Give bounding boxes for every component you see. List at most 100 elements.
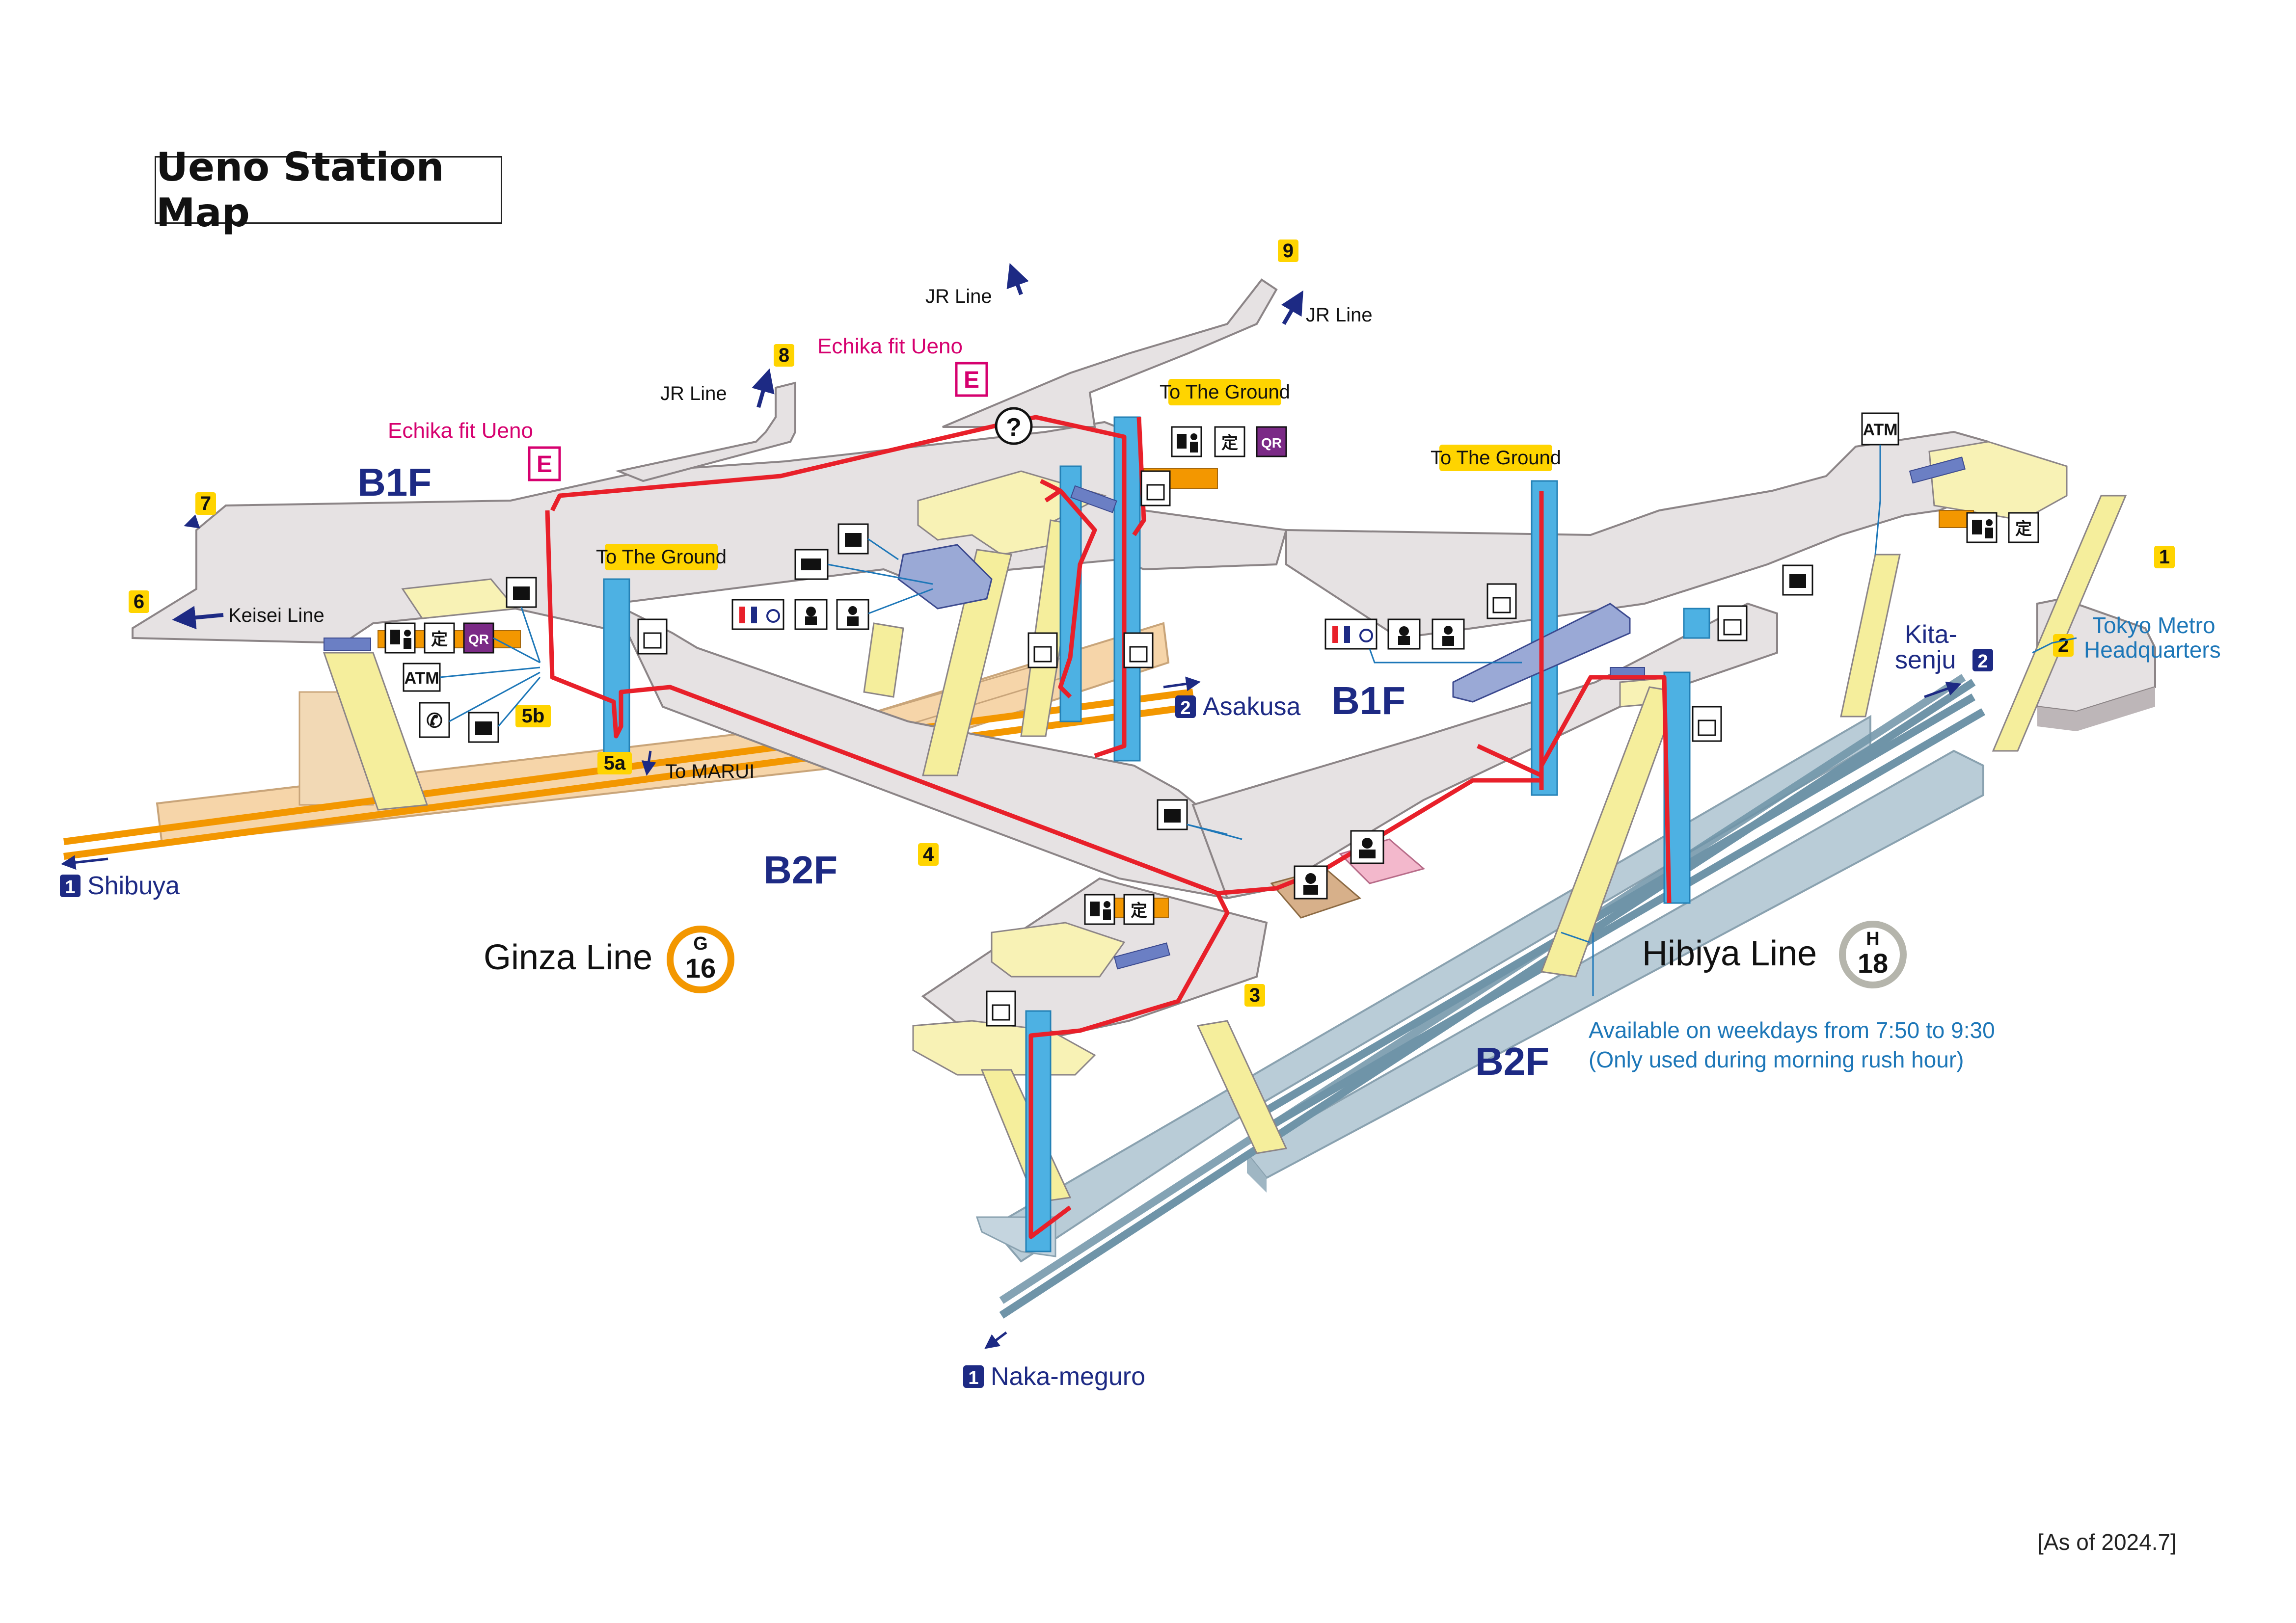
svg-text:ATM: ATM	[1863, 421, 1897, 439]
svg-text:?: ?	[1006, 413, 1022, 442]
svg-text:定: 定	[1221, 434, 1238, 452]
ginza-line-name: Ginza Line	[484, 938, 652, 977]
fare-adjustment-icon-right	[1966, 512, 1998, 543]
floor-labels: B1F B1F B2F B2F	[357, 460, 1549, 1083]
locker-icon-lower	[1157, 799, 1188, 830]
hibiya-line-number: 18	[1858, 948, 1888, 979]
ticket-icon-center	[794, 549, 829, 580]
svg-text:To The Ground: To The Ground	[1160, 381, 1290, 403]
fare-adjustment-icon-center	[1171, 426, 1202, 457]
direction-shibuya-badge	[60, 875, 81, 897]
echika-center-badge: E	[964, 367, 979, 393]
direction-asakusa-num: 2	[1180, 698, 1190, 718]
svg-text:3: 3	[1249, 984, 1260, 1006]
station-office-icon	[1294, 865, 1328, 900]
ginza-line-icon	[667, 926, 734, 993]
floor-label-b1f-left: B1F	[357, 460, 432, 504]
floor-label-b1f-right: B1F	[1331, 679, 1405, 722]
ticket-gates	[324, 456, 1966, 970]
fare-adjustment-icon-lower	[1084, 894, 1115, 925]
restroom-icon-right	[1324, 618, 1378, 650]
direction-asakusa-name: Asakusa	[1203, 692, 1301, 721]
exit-6[interactable]: 6	[129, 590, 149, 613]
svg-text:To The Ground: To The Ground	[1431, 447, 1561, 469]
svg-text:6: 6	[134, 591, 144, 612]
hibiya-line-letter: H	[1866, 929, 1879, 949]
svg-text:QR: QR	[468, 632, 489, 647]
svg-text:9: 9	[1283, 240, 1294, 262]
svg-text:5b: 5b	[522, 705, 545, 727]
svg-text:1: 1	[2159, 546, 2170, 568]
headquarters-line2: Headquarters	[2084, 637, 2221, 663]
baby-care-icon-right	[1387, 618, 1421, 650]
leader-lines	[439, 445, 2077, 996]
exit-3[interactable]: 3	[1244, 984, 1265, 1007]
elevator-icon-right-1	[1486, 583, 1517, 619]
svg-text:To The Ground: To The Ground	[596, 546, 727, 568]
rush-hour-note: Available on weekdays from 7:50 to 9:30 …	[1589, 1017, 1995, 1072]
exit-1[interactable]: 1	[2154, 546, 2175, 568]
svg-text:定: 定	[2015, 520, 2032, 538]
multipurpose-room-icon	[836, 599, 869, 630]
direction-kitasenju-top: Kita-	[1905, 620, 1957, 649]
info-icon: ?	[995, 407, 1033, 445]
elevator-icon-center-2	[1123, 632, 1154, 668]
jr-line-label-9: JR Line	[1306, 304, 1373, 326]
svg-text:定: 定	[431, 630, 448, 649]
echika-left: Echika fit Ueno E	[388, 419, 561, 481]
echika-center-icon	[955, 362, 988, 397]
jr-line-label-center: JR Line	[925, 286, 992, 307]
connection-labels: JR Line JR Line JR Line Keisei Line To M…	[172, 263, 1373, 782]
ic-card-icon-right: 定	[2008, 512, 2039, 543]
to-marui-label: To MARUI	[665, 761, 755, 782]
jr-line-label-8: JR Line	[660, 383, 727, 404]
ginza-line-number: 16	[685, 953, 716, 984]
facility-icons: 定 QR ATM ✆ ? 定 QR ATM 定	[384, 407, 2039, 1027]
elevator-icon-center-3	[1140, 470, 1171, 506]
elevator-icon-5a	[637, 618, 668, 655]
locker-icon-5b	[468, 712, 499, 743]
exit-7[interactable]: 7	[195, 492, 216, 515]
direction-nakameguro: 1 Naka-meguro	[963, 1331, 1145, 1391]
exit-5b[interactable]: 5b	[515, 705, 551, 727]
direction-nakameguro-name: Naka-meguro	[991, 1362, 1145, 1391]
hibiya-line-name: Hibiya Line	[1642, 934, 1817, 973]
rush-hour-note-line1: Available on weekdays from 7:50 to 9:30	[1589, 1017, 1995, 1043]
direction-asakusa-badge	[1175, 695, 1196, 718]
elevator-icon-hibiya-left	[986, 990, 1016, 1027]
ic-card-icon-center: 定	[1214, 426, 1245, 457]
elevator-icon-right-3	[1692, 706, 1722, 742]
direction-shibuya-name: Shibuya	[87, 872, 180, 900]
multipurpose-room-icon-right	[1432, 618, 1465, 650]
exit-2[interactable]: 2	[2053, 634, 2074, 657]
rush-hour-note-line2: (Only used during morning rush hour)	[1589, 1047, 1964, 1072]
to-the-ground-center: To The Ground	[1160, 379, 1290, 405]
page-title: Ueno Station Map	[156, 144, 444, 236]
to-the-ground-right: To The Ground	[1431, 445, 1561, 471]
qr-ticket-icon: QR	[463, 622, 494, 654]
svg-text:7: 7	[200, 493, 211, 514]
echika-center-label: Echika fit Ueno	[817, 334, 963, 358]
exit-4[interactable]: 4	[918, 843, 939, 866]
floor-label-b2f-ginza: B2F	[763, 848, 837, 892]
ginza-line-letter: G	[693, 933, 708, 954]
restroom-icon	[731, 599, 784, 630]
svg-text:✆: ✆	[426, 710, 443, 732]
atm-icon-left: ATM	[403, 663, 441, 692]
exit-9[interactable]: 9	[1278, 239, 1298, 262]
hibiya-platform	[975, 674, 1986, 1319]
direction-nakameguro-num: 1	[968, 1368, 978, 1388]
to-the-ground-tags: To The Ground To The Ground To The Groun…	[596, 379, 1561, 570]
direction-kitasenju: Kita- senju 2	[1895, 620, 1993, 698]
map-title-box: Ueno Station Map	[155, 144, 502, 236]
svg-text:2: 2	[2058, 635, 2069, 656]
exit-5a[interactable]: 5a	[597, 752, 632, 774]
atm-icon-right: ATM	[1861, 412, 1899, 446]
qr-ticket-icon-center: QR	[1256, 426, 1287, 457]
exit-8[interactable]: 8	[774, 344, 794, 367]
direction-nakameguro-badge	[963, 1365, 984, 1388]
direction-kitasenju-badge	[1972, 649, 1993, 671]
coin-locker-icon-left	[506, 577, 537, 608]
elevator-icon-center-1	[1027, 632, 1058, 668]
